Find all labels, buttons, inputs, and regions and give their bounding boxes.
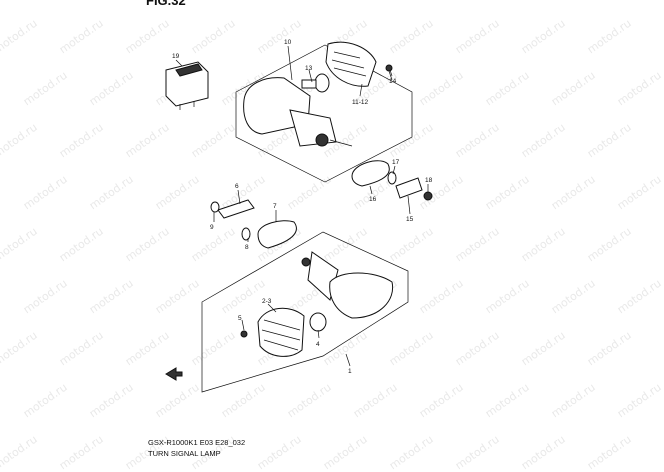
upper-lens-part (325, 41, 377, 87)
caption-code: GSX-R1000K1 E03 E28_032 (148, 438, 246, 447)
callout-8: 8 (245, 244, 249, 251)
callout-2-3: 2-3 (262, 298, 272, 305)
callout-16: 16 (369, 196, 377, 203)
lower-lamp-housing (301, 251, 394, 319)
callout-10: 10 (284, 39, 292, 46)
upper-bulb-part (301, 73, 330, 93)
relay-part (165, 61, 209, 110)
callout-17: 17 (392, 159, 400, 166)
callout-5: 5 (238, 315, 242, 322)
right-mount-plate-part (351, 160, 433, 201)
callout-4: 4 (316, 341, 320, 348)
callout-15: 15 (406, 216, 414, 223)
callout-19: 19 (172, 53, 180, 60)
callout-9: 9 (210, 224, 214, 231)
lower-lamp-assembly-box (201, 231, 409, 393)
parts-diagram: 19 10 13 14 11-12 6 7 9 8 17 18 16 15 2-… (165, 39, 433, 393)
figure-number: FIG.32 (146, 0, 186, 8)
callout-1: 1 (348, 368, 352, 375)
caption-title: TURN SIGNAL LAMP (148, 449, 221, 458)
callout-7: 7 (273, 203, 277, 210)
upper-screw-part (385, 64, 393, 81)
callout-18: 18 (425, 177, 433, 184)
callout-11-12: 11-12 (352, 99, 369, 106)
upper-lamp-housing (243, 77, 353, 147)
front-arrow-icon (165, 367, 183, 381)
callout-14: 14 (389, 78, 397, 85)
callout-6: 6 (235, 183, 239, 190)
callout-labels: 19 10 13 14 11-12 6 7 9 8 17 18 16 15 2-… (172, 39, 433, 375)
leader-lines (175, 45, 429, 367)
callout-13: 13 (305, 65, 313, 72)
lower-lens-part (240, 307, 327, 357)
left-mount-plate-part (210, 199, 297, 249)
upper-lamp-assembly-box (235, 44, 413, 183)
